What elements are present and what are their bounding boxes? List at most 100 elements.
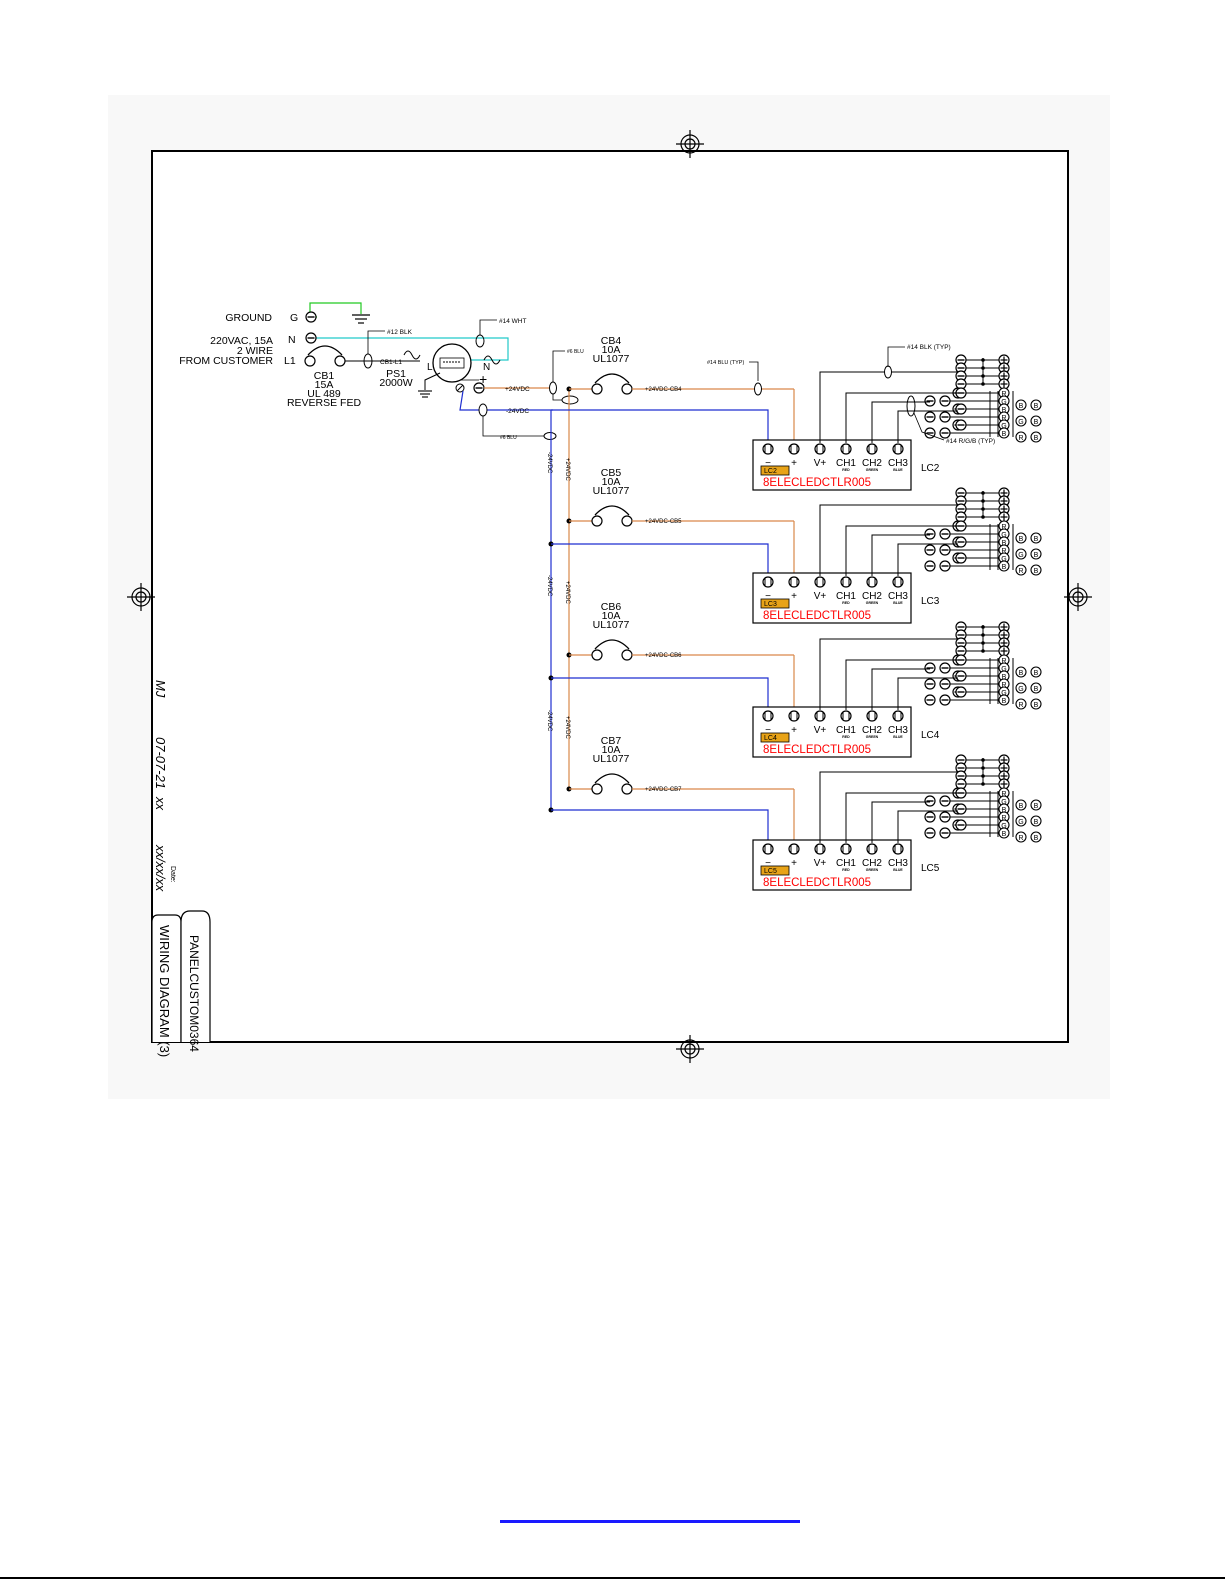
sheet-title: WIRING DIAGRAM (3) xyxy=(157,925,172,1057)
terminal-screw xyxy=(866,443,878,455)
led-terminal-out xyxy=(1030,831,1042,843)
common-dot xyxy=(981,625,985,629)
wire-14wht-label: #14 WHT xyxy=(499,318,526,325)
channel-terminal-mid xyxy=(955,819,967,831)
ps-n-label: N xyxy=(483,362,490,373)
terminal-screw xyxy=(840,443,852,455)
wire-6blu-label: #6 BLU xyxy=(500,435,517,441)
controller-tag xyxy=(760,465,790,476)
channel-terminal-mid xyxy=(955,803,967,815)
led-terminal-letter: B xyxy=(1002,698,1007,705)
n-label: N xyxy=(288,334,296,346)
led-terminal-out-letter: B xyxy=(1034,403,1039,410)
vplus-wire xyxy=(819,371,958,443)
led-terminal-out-letter: R xyxy=(1018,835,1023,842)
negative-bus-label: -24VDC xyxy=(546,710,552,732)
led-terminal-out xyxy=(1030,548,1042,560)
breaker-output-label: +24VDC-CB5 xyxy=(645,519,682,525)
channel-terminal-mid xyxy=(955,670,967,682)
wire-marker xyxy=(754,382,762,396)
drawn-by: MJ xyxy=(153,680,168,698)
breaker-name: CB6 xyxy=(601,601,622,613)
led-terminal-letter: G xyxy=(1001,666,1006,673)
controller-box xyxy=(752,439,912,491)
wire-14blk-typ-label: #14 BLK (TYP) xyxy=(907,344,951,351)
terminal-label: CH2 xyxy=(862,591,882,602)
terminal-screw xyxy=(892,443,904,455)
controller-tag-text: LC2 xyxy=(764,468,777,475)
led-terminal-out-letter: B xyxy=(1034,686,1039,693)
channel-wire xyxy=(871,401,930,443)
drawn-date: 07-07-21 xyxy=(153,737,168,789)
breaker-amps: 10A xyxy=(602,610,621,622)
controller-label: LC4 xyxy=(921,730,940,741)
channel-wire xyxy=(897,543,958,576)
terminal-screw xyxy=(866,843,878,855)
terminal-screw xyxy=(762,843,774,855)
common-dot xyxy=(981,491,985,495)
led-terminal-out-letter: B xyxy=(1034,568,1039,575)
terminal-screw xyxy=(814,443,826,455)
channel-terminal-mid xyxy=(939,811,951,823)
channel-wire xyxy=(845,525,958,576)
led-terminal-out-letter: B xyxy=(1019,403,1024,410)
terminal-screw xyxy=(892,576,904,588)
channel-terminal-mid xyxy=(939,411,951,423)
terminal-label: V+ xyxy=(814,591,827,602)
channel-terminal-mid xyxy=(939,528,951,540)
channel-terminal-mid xyxy=(955,536,967,548)
breaker-name: CB7 xyxy=(601,735,622,747)
led-terminal-out xyxy=(1030,682,1042,694)
breaker-ul: UL1077 xyxy=(593,485,630,497)
led-terminal-letter: R xyxy=(1001,391,1006,398)
plus24-label: +24VDC xyxy=(505,386,530,393)
led-terminal-out-letter: B xyxy=(1034,552,1039,559)
terminal-label: CH1 xyxy=(836,725,856,736)
breaker-amps: 10A xyxy=(602,476,621,488)
led-terminal-out xyxy=(1030,815,1042,827)
drawing-name: PANELCUSTOM0364 xyxy=(187,935,201,1052)
g-label: G xyxy=(290,312,298,324)
channel-terminal-mid xyxy=(939,427,951,439)
common-dot xyxy=(981,641,985,645)
led-terminal-letter: R xyxy=(1001,791,1006,798)
breaker-ul: UL1077 xyxy=(593,353,630,365)
terminal-label: CH2 xyxy=(862,725,882,736)
terminal-label: V+ xyxy=(814,858,827,869)
led-terminal-letter: G xyxy=(1001,532,1006,539)
channel-wire xyxy=(897,677,958,710)
breaker-ul: UL1077 xyxy=(593,753,630,765)
terminal-label: CH2 xyxy=(862,458,882,469)
channel-sublabel: RED xyxy=(842,868,850,872)
terminal-screw xyxy=(762,443,774,455)
controller-box xyxy=(752,839,912,891)
common-dot xyxy=(981,758,985,762)
vplus-wire xyxy=(819,771,958,843)
channel-terminal-left xyxy=(924,544,936,556)
led-terminal-out-letter: B xyxy=(1034,435,1039,442)
channel-sublabel: GREEN xyxy=(866,601,879,605)
date-label: Date: xyxy=(169,866,176,883)
breaker-amps: 10A xyxy=(602,744,621,756)
terminal-screw xyxy=(840,843,852,855)
wire-14rgb-typ-label: #14 R/G/B (TYP) xyxy=(946,438,995,445)
led-terminal-out-letter: B xyxy=(1019,803,1024,810)
footer-link[interactable] xyxy=(500,1520,800,1523)
common-dot xyxy=(981,515,985,519)
led-terminal-letter: G xyxy=(1001,556,1006,563)
led-terminal-letter: R xyxy=(1001,548,1006,555)
channel-sublabel: GREEN xyxy=(866,468,879,472)
ground-label: GROUND xyxy=(225,312,272,324)
channel-terminal-left xyxy=(924,560,936,572)
terminal-label: − xyxy=(765,591,771,602)
channel-terminal-mid xyxy=(939,560,951,572)
positive-bus-label: +24VDC xyxy=(564,716,570,740)
led-terminal-out-letter: B xyxy=(1034,419,1039,426)
common-dot xyxy=(981,374,985,378)
led-terminal-out xyxy=(1015,415,1027,427)
led-terminal-letter: G xyxy=(1001,399,1006,406)
